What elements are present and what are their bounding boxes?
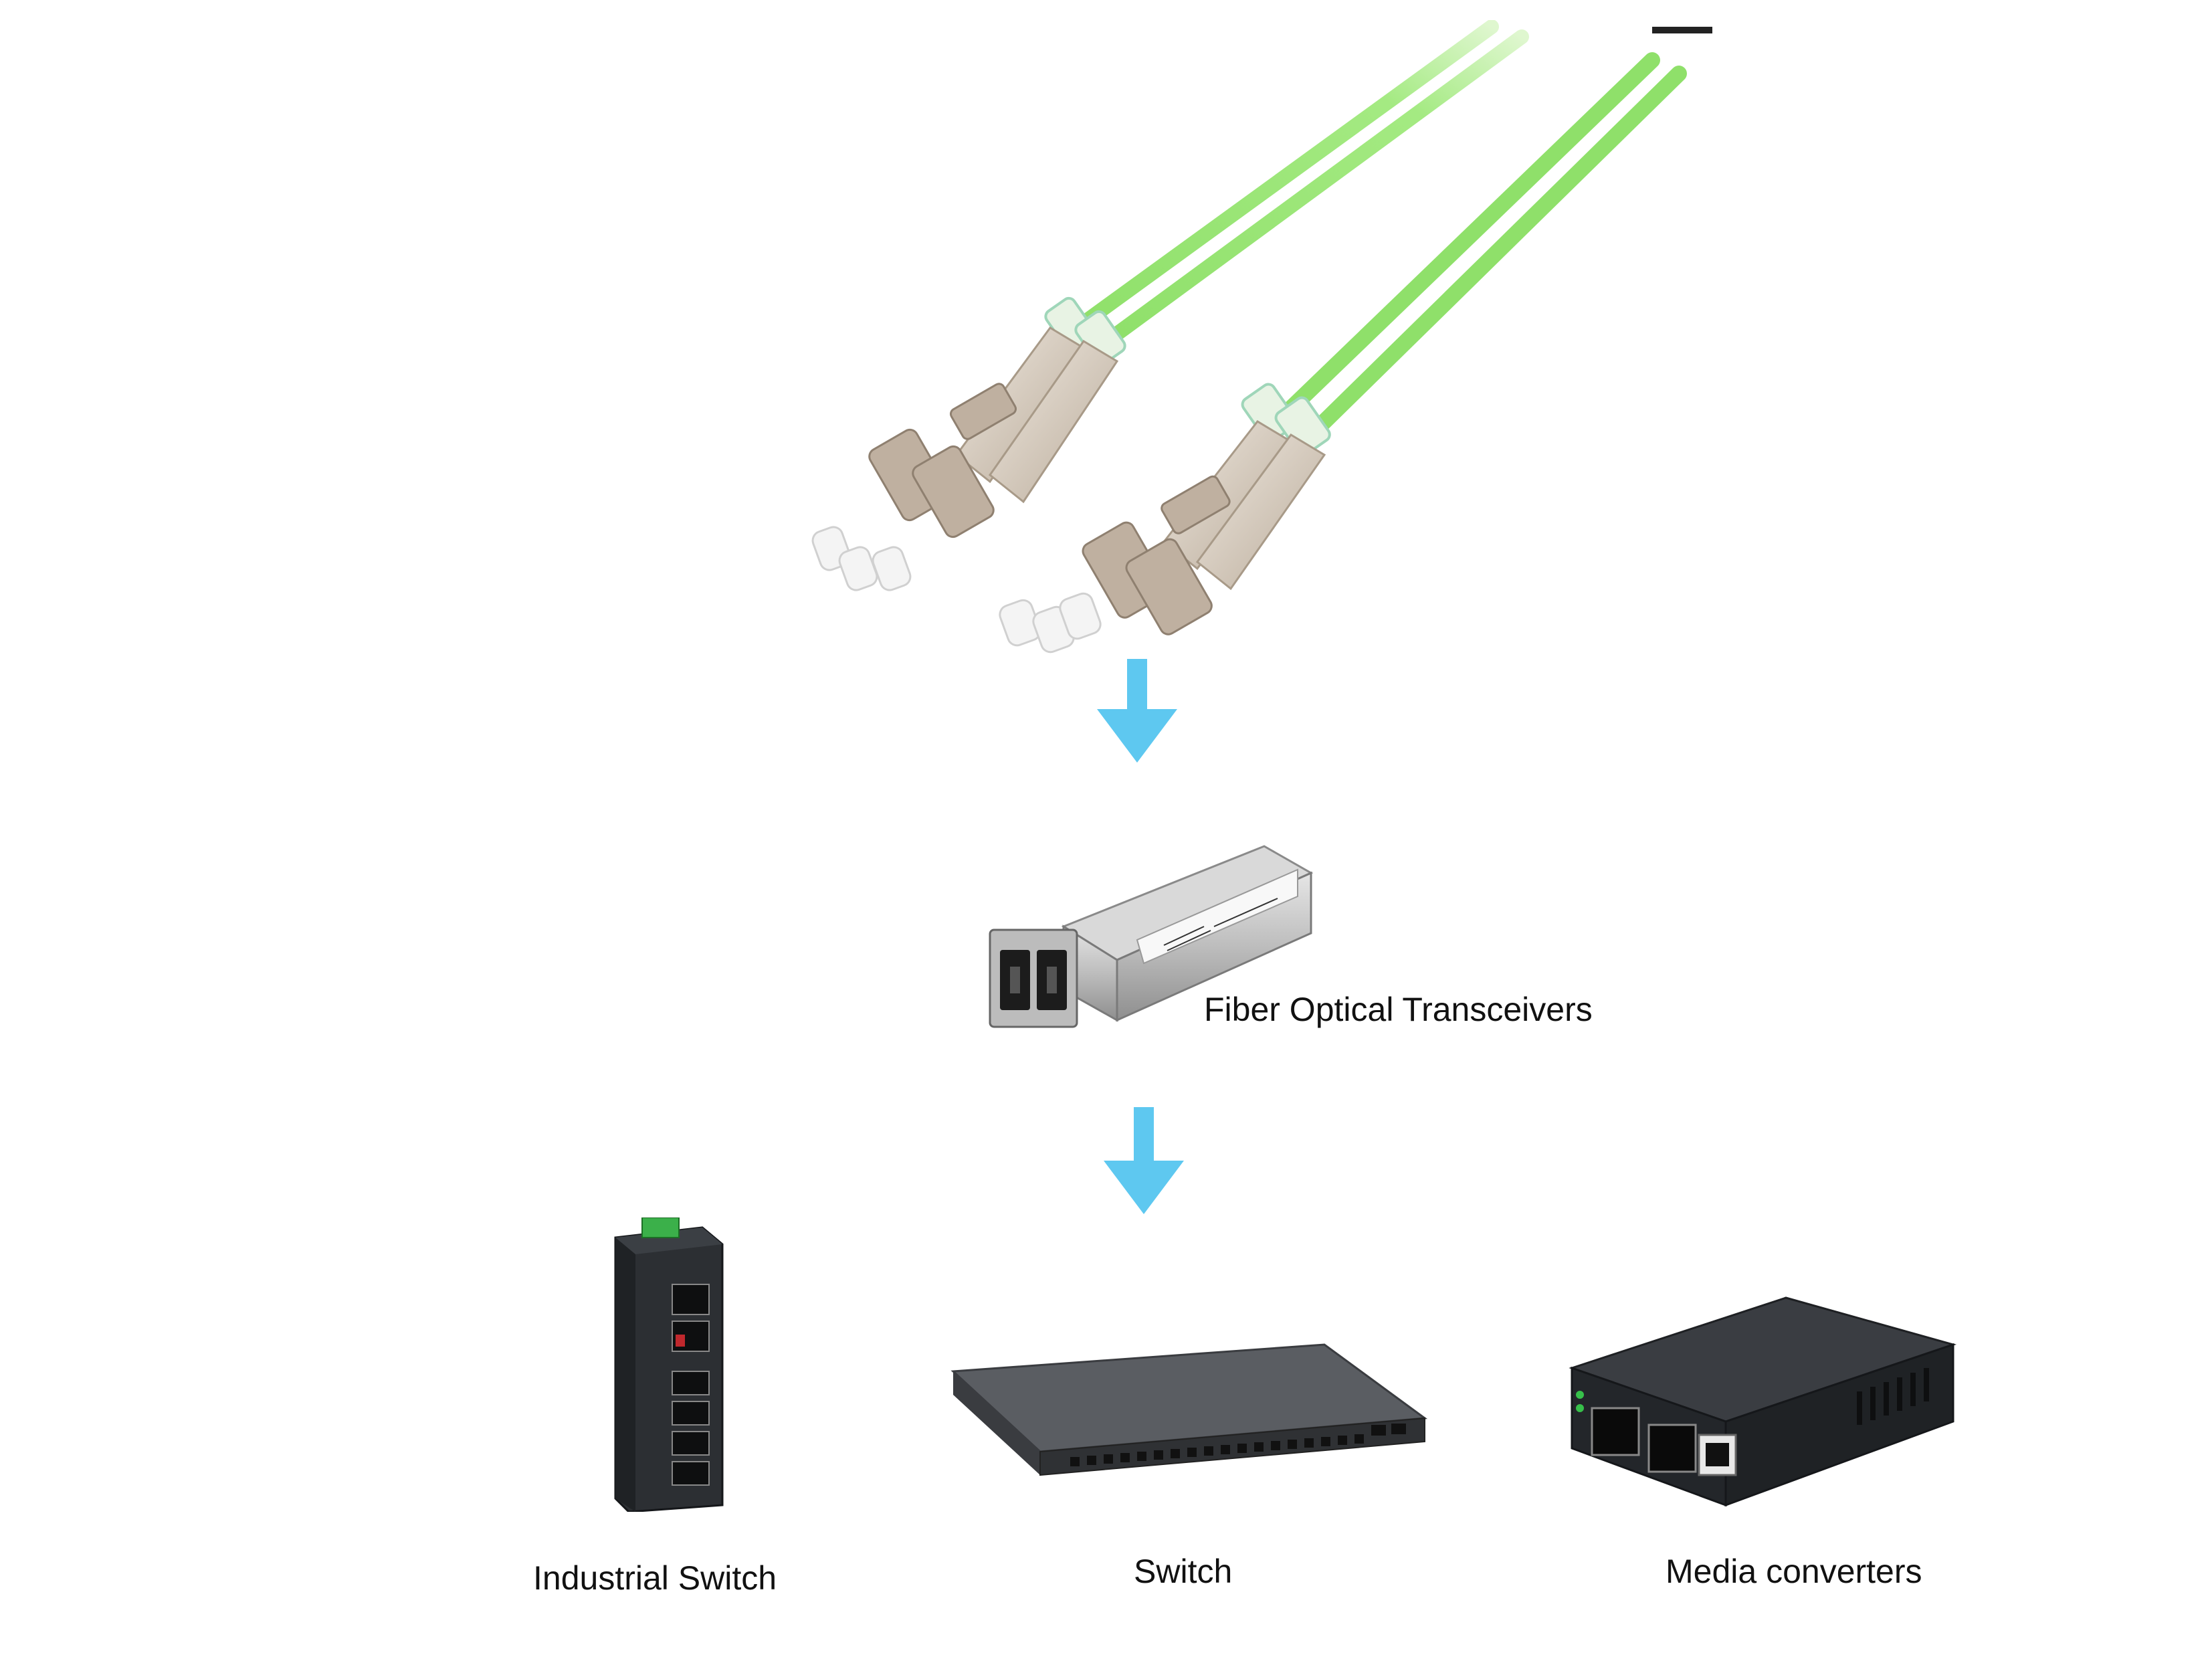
sfp-transceiver-image <box>989 845 1314 1028</box>
switch-label: Switch <box>1134 1553 1233 1590</box>
media-converter-image <box>1569 1296 1957 1507</box>
down-arrow-icon <box>1097 659 1177 763</box>
industrial-switch-image <box>614 1217 724 1512</box>
rack-switch-image <box>950 1343 1428 1476</box>
industrial-switch-label: Industrial Switch <box>533 1559 777 1597</box>
media-converters-label: Media converters <box>1666 1553 1922 1590</box>
down-arrow-icon <box>1104 1107 1184 1214</box>
fiber-patch-cable-image <box>811 20 1712 654</box>
transceiver-label: Fiber Optical Transceivers <box>1204 991 1593 1028</box>
